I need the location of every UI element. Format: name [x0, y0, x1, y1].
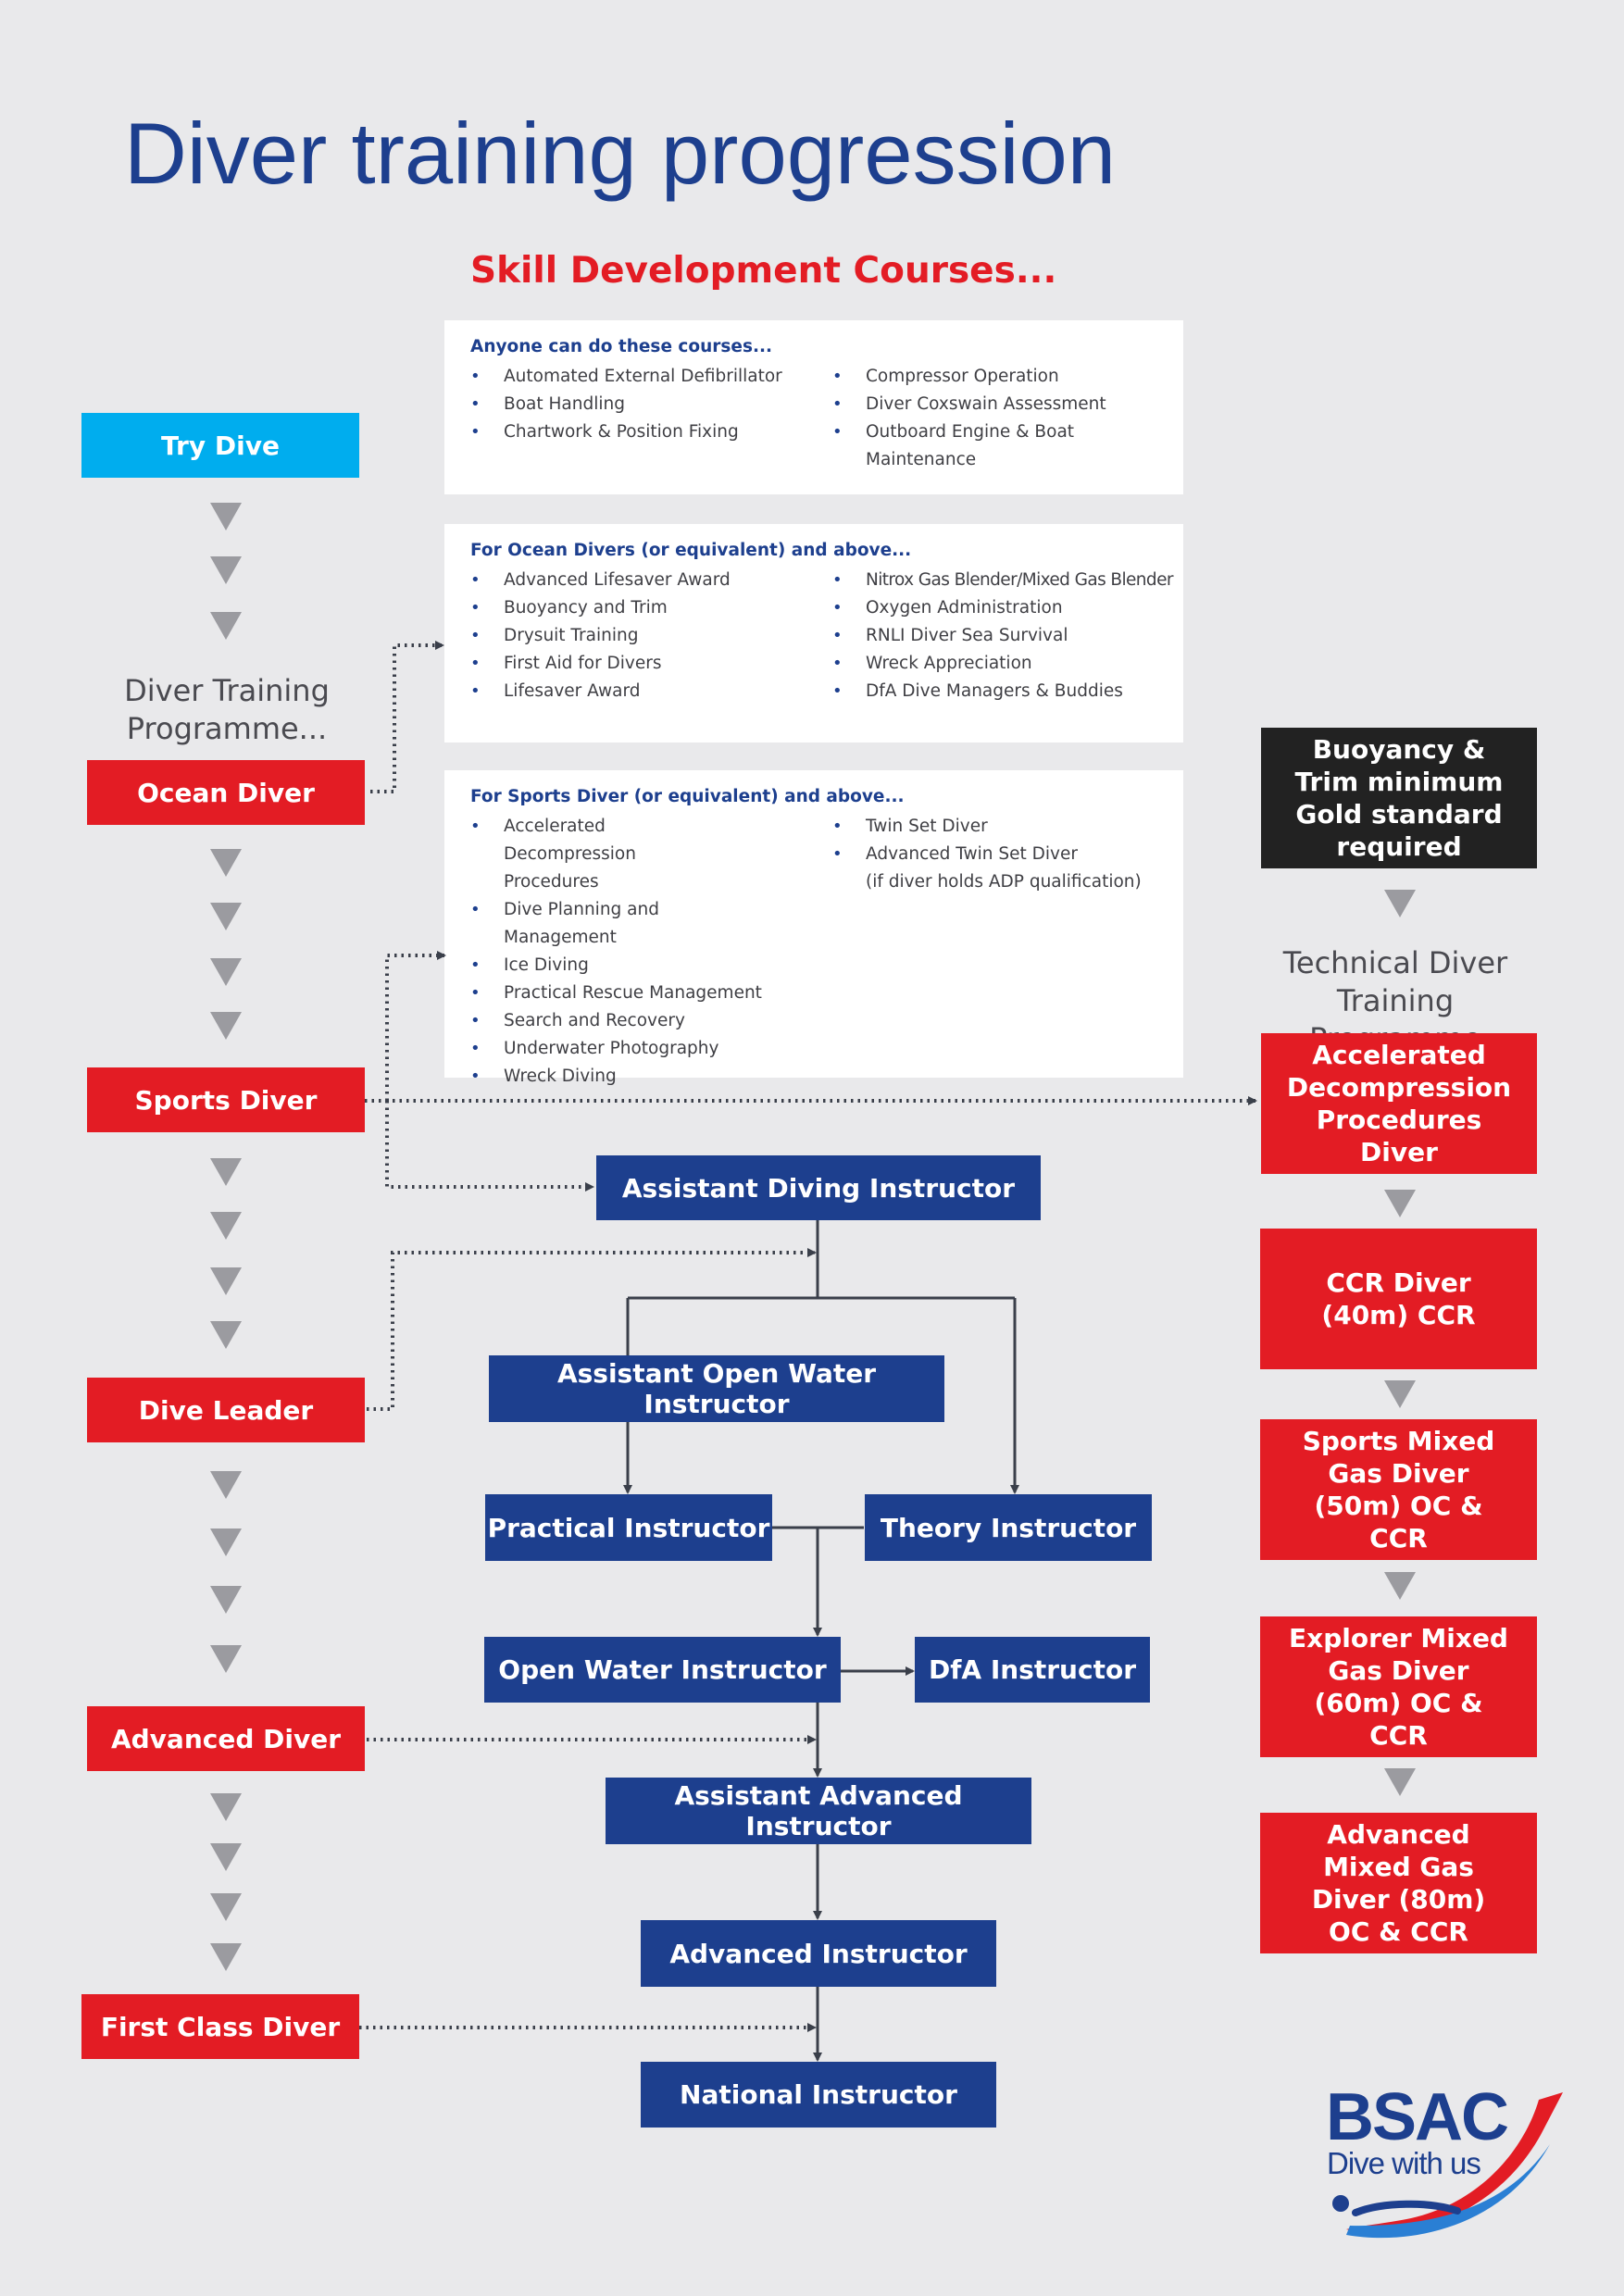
chevron-down-icon — [210, 1471, 242, 1499]
chevron-down-icon — [210, 1586, 242, 1614]
panel-title: For Sports Diver (or equivalent) and abo… — [470, 787, 905, 806]
sports-diver-box: Sports Diver — [87, 1067, 365, 1132]
chevron-down-icon — [210, 1267, 242, 1295]
advanced-diver-box: Advanced Diver — [87, 1706, 365, 1771]
practical-instructor-box: Practical Instructor — [485, 1494, 772, 1561]
open-water-instructor-box: Open Water Instructor — [484, 1637, 841, 1703]
ccr-diver-box: CCR Diver (40m) CCR — [1260, 1229, 1537, 1369]
course-list-left: Advanced Lifesaver Award Buoyancy and Tr… — [470, 567, 822, 705]
try-dive-box: Try Dive — [81, 413, 359, 478]
course-item: Buoyancy and Trim — [470, 594, 822, 622]
assistant-open-water-instructor-box: Assistant Open Water Instructor — [489, 1355, 944, 1422]
buoyancy-requirement-box: Buoyancy & Trim minimum Gold standard re… — [1261, 728, 1537, 868]
chevron-down-icon — [1384, 1768, 1416, 1796]
course-item: Search and Recovery — [470, 1007, 776, 1035]
swoosh-icon — [1332, 2092, 1563, 2239]
chevron-down-icon — [1384, 1190, 1416, 1217]
course-list-right: Twin Set Diver Advanced Twin Set Diver — [832, 813, 1147, 868]
chevron-down-icon — [210, 556, 242, 584]
course-item: Oxygen Administration — [832, 594, 1175, 622]
progression-chevrons — [210, 503, 1416, 1971]
panel-ocean-divers: For Ocean Divers (or equivalent) and abo… — [444, 524, 1183, 742]
ocean-diver-box: Ocean Diver — [87, 760, 365, 825]
chevron-down-icon — [1384, 1572, 1416, 1600]
logo-wordmark: BSAC — [1326, 2080, 1509, 2154]
course-list-left: Accelerated Decompression Procedures Div… — [470, 813, 776, 1091]
course-list-right: Nitrox Gas Blender/Mixed Gas Blender Oxy… — [832, 567, 1175, 705]
chevron-down-icon — [210, 1943, 242, 1971]
course-item: Accelerated Decompression Procedures — [470, 813, 735, 896]
panel-sports-divers: For Sports Diver (or equivalent) and abo… — [444, 770, 1183, 1091]
course-item: Twin Set Diver — [832, 813, 1147, 841]
chevron-down-icon — [210, 849, 242, 877]
adp-diver-box: Accelerated Decompression Procedures Div… — [1261, 1033, 1537, 1174]
panel-title: For Ocean Divers (or equivalent) and abo… — [470, 541, 912, 560]
course-item: Drysuit Training — [470, 622, 822, 650]
page-title: Diver training progression — [124, 105, 1117, 202]
assistant-advanced-instructor-box: Assistant Advanced Instructor — [606, 1778, 1031, 1844]
diver-programme-label: Diver Training Programme... — [124, 673, 330, 746]
chevron-down-icon — [210, 1212, 242, 1240]
sports-mixed-gas-box: Sports Mixed Gas Diver (50m) OC & CCR — [1260, 1419, 1537, 1560]
course-item: Automated External Defibrillator — [470, 363, 822, 391]
course-item: Dive Planning and Management — [470, 896, 776, 952]
theory-instructor-box: Theory Instructor — [865, 1494, 1152, 1561]
course-item: DfA Dive Managers & Buddies — [832, 678, 1175, 705]
course-item: Compressor Operation — [832, 363, 1147, 391]
chevron-down-icon — [210, 503, 242, 530]
course-item: Ice Diving — [470, 952, 776, 980]
chevron-down-icon — [210, 1321, 242, 1349]
chevron-down-icon — [210, 1012, 242, 1040]
course-item: Practical Rescue Management — [470, 980, 776, 1007]
logo-tagline: Dive with us — [1327, 2146, 1481, 2180]
chevron-down-icon — [210, 958, 242, 986]
course-item: RNLI Diver Sea Survival — [832, 622, 1175, 650]
chevron-down-icon — [210, 612, 242, 640]
chevron-down-icon — [210, 903, 242, 930]
national-instructor-box: National Instructor — [641, 2062, 996, 2128]
chevron-down-icon — [210, 1843, 242, 1871]
dive-leader-box: Dive Leader — [87, 1378, 365, 1442]
bsac-logo: BSAC Dive with us — [1318, 2079, 1568, 2246]
assistant-diving-instructor-box: Assistant Diving Instructor — [596, 1155, 1041, 1220]
course-item: Wreck Appreciation — [832, 650, 1175, 678]
course-item: Advanced Lifesaver Award — [470, 567, 822, 594]
chevron-down-icon — [1384, 1380, 1416, 1408]
advanced-instructor-box: Advanced Instructor — [641, 1920, 996, 1987]
panel-title: Anyone can do these courses... — [470, 337, 773, 356]
chevron-down-icon — [210, 1793, 242, 1821]
course-item: Outboard Engine & Boat Maintenance — [832, 418, 1147, 474]
course-item: Diver Coxswain Assessment — [832, 391, 1147, 418]
first-class-diver-box: First Class Diver — [81, 1994, 359, 2059]
course-item: Lifesaver Award — [470, 678, 822, 705]
chevron-down-icon — [210, 1158, 242, 1186]
dotted-links — [359, 641, 1257, 2032]
chevron-down-icon — [210, 1529, 242, 1556]
course-item: Boat Handling — [470, 391, 822, 418]
chevron-down-icon — [210, 1645, 242, 1673]
course-list-right: Compressor Operation Diver Coxswain Asse… — [832, 363, 1147, 474]
course-item: Nitrox Gas Blender/Mixed Gas Blender — [832, 567, 1175, 594]
skill-courses-heading: Skill Development Courses... — [470, 250, 1057, 292]
course-item: Chartwork & Position Fixing — [470, 418, 822, 446]
dfa-instructor-box: DfA Instructor — [915, 1637, 1150, 1703]
course-item: Advanced Twin Set Diver — [832, 841, 1147, 868]
chevron-down-icon — [1384, 890, 1416, 917]
panel-anyone: Anyone can do these courses... Automated… — [444, 320, 1183, 494]
chevron-down-icon — [210, 1893, 242, 1921]
course-item: Wreck Diving — [470, 1063, 776, 1091]
explorer-mixed-gas-box: Explorer Mixed Gas Diver (60m) OC & CCR — [1260, 1616, 1537, 1757]
solid-links — [623, 1220, 1019, 2062]
course-note: (if diver holds ADP qualification) — [866, 872, 1142, 892]
advanced-mixed-gas-box: Advanced Mixed Gas Diver (80m) OC & CCR — [1260, 1813, 1537, 1953]
course-list-left: Automated External Defibrillator Boat Ha… — [470, 363, 822, 446]
course-item: First Aid for Divers — [470, 650, 822, 678]
course-item: Underwater Photography — [470, 1035, 776, 1063]
